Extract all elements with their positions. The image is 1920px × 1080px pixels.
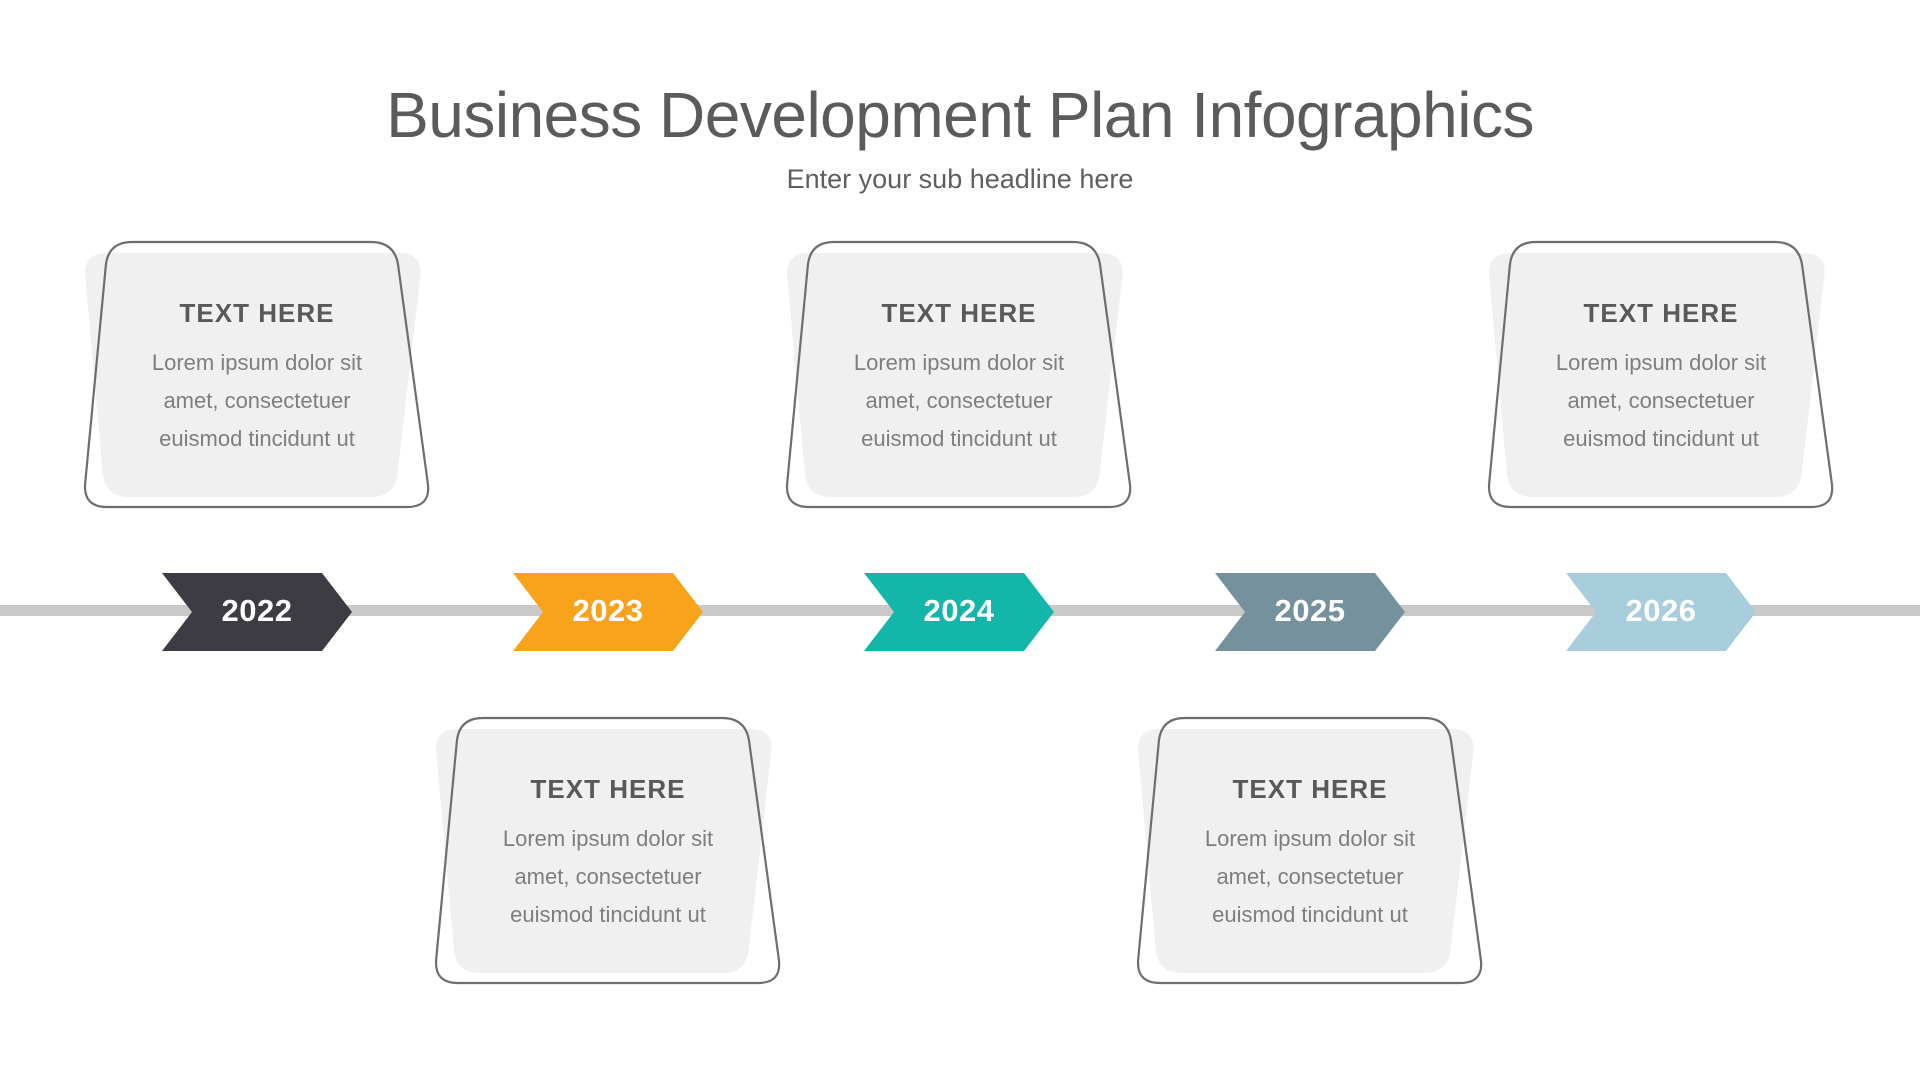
year-marker-2022: 2022 <box>162 573 352 651</box>
year-label: 2025 <box>1274 593 1346 628</box>
year-label: 2024 <box>923 593 995 628</box>
card-body-line: Lorem ipsum dolor sit <box>151 350 363 375</box>
year-marker-2025: 2025 <box>1215 573 1405 651</box>
chevron-arrow-shape <box>1566 573 1756 651</box>
card-body-line: euismod tincidunt ut <box>510 902 706 927</box>
year-label: 2022 <box>221 593 293 628</box>
milestone-card-2026: TEXT HERE Lorem ipsum dolor sit amet, co… <box>1479 238 1843 511</box>
card-body-line: Lorem ipsum dolor sit <box>1204 826 1416 851</box>
card-body-line: amet, consectetuer <box>163 388 351 413</box>
chevron-arrow-shape <box>864 573 1054 651</box>
card-content: TEXT HERE Lorem ipsum dolor sit amet, co… <box>454 714 762 934</box>
card-body: Lorem ipsum dolor sit amet, consectetuer… <box>1156 820 1464 934</box>
card-shape <box>434 716 781 985</box>
year-label: 2026 <box>1625 593 1697 628</box>
milestone-card-2024: TEXT HERE Lorem ipsum dolor sit amet, co… <box>777 238 1141 511</box>
year-label: 2023 <box>572 593 644 628</box>
page-subtitle: Enter your sub headline here <box>786 164 1134 194</box>
card-outline-shape <box>83 240 430 509</box>
card-body: Lorem ipsum dolor sit amet, consectetuer… <box>103 344 411 458</box>
year-marker-2024: 2024 <box>864 573 1054 651</box>
card-body-line: amet, consectetuer <box>865 388 1053 413</box>
milestone-card-2022: TEXT HERE Lorem ipsum dolor sit amet, co… <box>75 238 439 511</box>
card-body-line: amet, consectetuer <box>1567 388 1755 413</box>
chevron-arrow-icon <box>513 573 703 651</box>
chevron-arrow-shape <box>162 573 352 651</box>
card-title: TEXT HERE <box>179 298 335 328</box>
card-shape <box>785 240 1132 509</box>
card-body-line: euismod tincidunt ut <box>861 426 1057 451</box>
chevron-arrow-shape <box>513 573 703 651</box>
card-body-line: amet, consectetuer <box>1216 864 1404 889</box>
year-marker-2023: 2023 <box>513 573 703 651</box>
card-title: TEXT HERE <box>881 298 1037 328</box>
card-content: TEXT HERE Lorem ipsum dolor sit amet, co… <box>1156 714 1464 934</box>
card-outline-shape <box>1487 240 1834 509</box>
card-shape <box>1487 240 1834 509</box>
year-marker-2026: 2026 <box>1566 573 1756 651</box>
card-back-shape <box>1489 253 1825 497</box>
milestone-card-2023: TEXT HERE Lorem ipsum dolor sit amet, co… <box>426 714 790 987</box>
card-body-line: euismod tincidunt ut <box>1563 426 1759 451</box>
card-body-line: Lorem ipsum dolor sit <box>502 826 714 851</box>
card-back-shape <box>85 253 421 497</box>
card-back-shape <box>787 253 1123 497</box>
card-content: TEXT HERE Lorem ipsum dolor sit amet, co… <box>1507 238 1815 458</box>
card-body-line: Lorem ipsum dolor sit <box>1555 350 1767 375</box>
chevron-arrow-icon <box>1215 573 1405 651</box>
chevron-arrow-icon <box>162 573 352 651</box>
card-body: Lorem ipsum dolor sit amet, consectetuer… <box>454 820 762 934</box>
card-title: TEXT HERE <box>1232 774 1388 804</box>
card-body: Lorem ipsum dolor sit amet, consectetuer… <box>1507 344 1815 458</box>
card-title: TEXT HERE <box>1583 298 1739 328</box>
card-content: TEXT HERE Lorem ipsum dolor sit amet, co… <box>103 238 411 458</box>
card-body-line: Lorem ipsum dolor sit <box>853 350 1065 375</box>
card-outline-shape <box>434 716 781 985</box>
card-shape <box>83 240 430 509</box>
card-outline-shape <box>1136 716 1483 985</box>
chevron-arrow-icon <box>1566 573 1756 651</box>
card-back-shape <box>1138 729 1474 973</box>
card-body-line: euismod tincidunt ut <box>1212 902 1408 927</box>
card-outline-shape <box>785 240 1132 509</box>
milestone-card-2025: TEXT HERE Lorem ipsum dolor sit amet, co… <box>1128 714 1492 987</box>
card-title: TEXT HERE <box>530 774 686 804</box>
chevron-arrow-shape <box>1215 573 1405 651</box>
card-content: TEXT HERE Lorem ipsum dolor sit amet, co… <box>805 238 1113 458</box>
card-body-line: euismod tincidunt ut <box>159 426 355 451</box>
card-shape <box>1136 716 1483 985</box>
card-body: Lorem ipsum dolor sit amet, consectetuer… <box>805 344 1113 458</box>
card-back-shape <box>436 729 772 973</box>
card-body-line: amet, consectetuer <box>514 864 702 889</box>
chevron-arrow-icon <box>864 573 1054 651</box>
page-title: Business Development Plan Infographics <box>386 78 1534 151</box>
